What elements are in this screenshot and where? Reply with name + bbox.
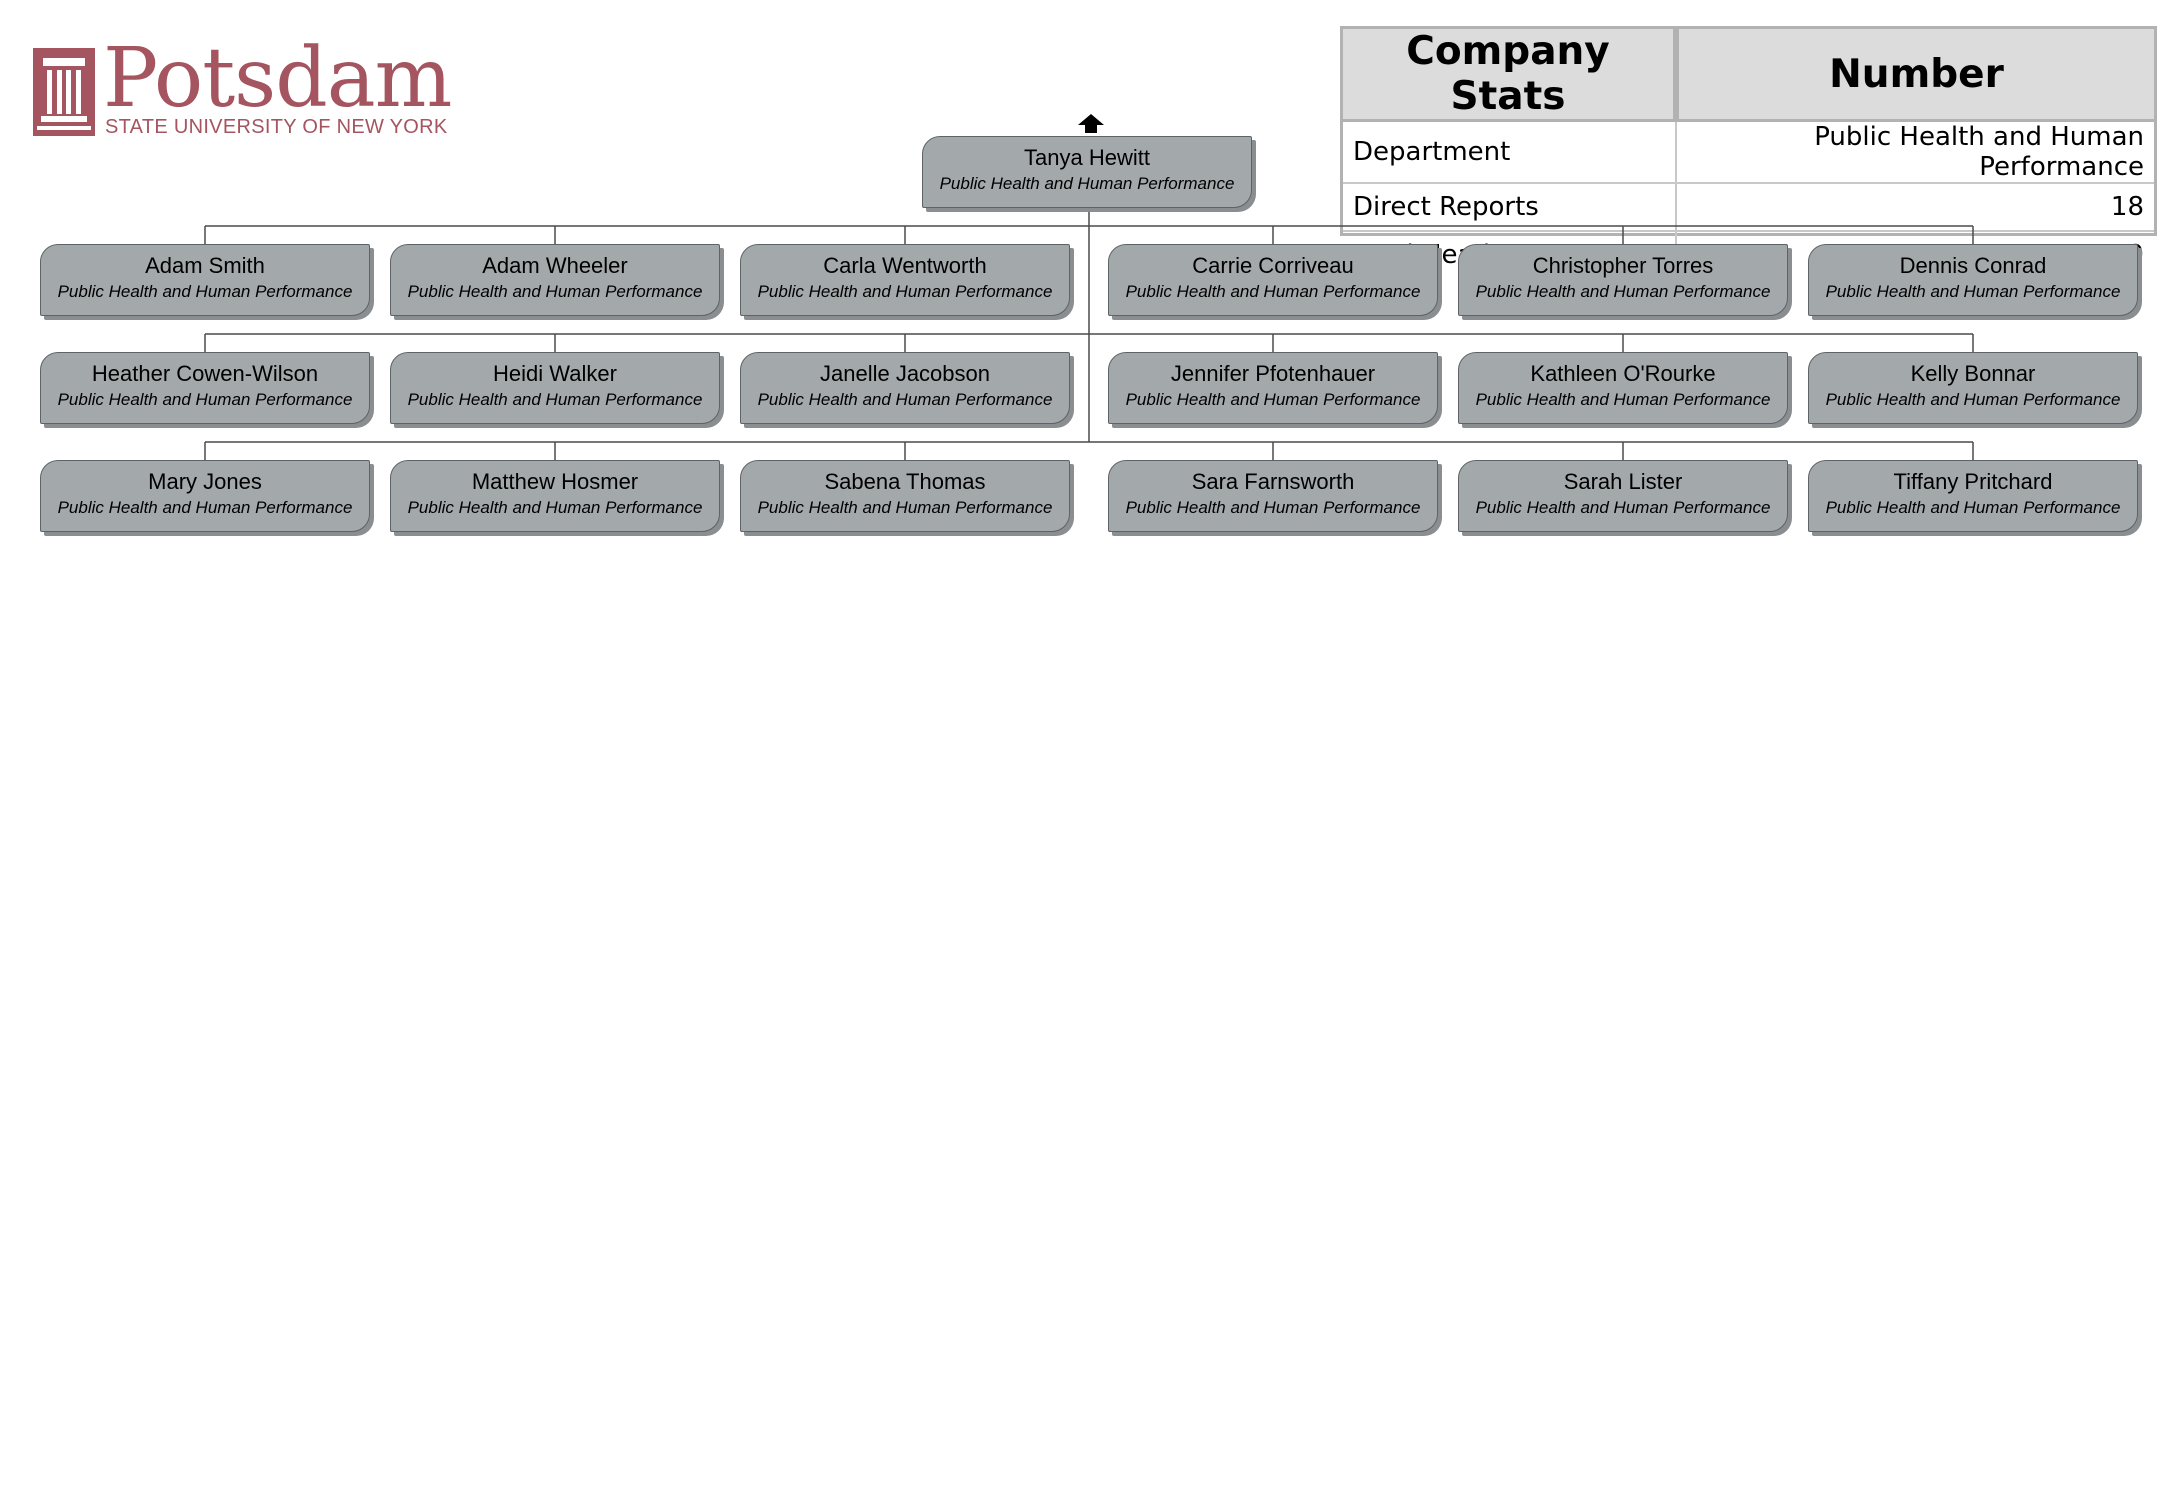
node-department: Public Health and Human Performance [1475,390,1771,409]
node-department: Public Health and Human Performance [1125,498,1421,517]
node-name: Carrie Corriveau [1192,253,1354,278]
node-name: Adam Wheeler [482,253,628,278]
stats-header-label: Company Stats [1343,29,1679,122]
node-department: Public Health and Human Performance [1475,498,1771,517]
org-node-root[interactable]: Tanya Hewitt Public Health and Human Per… [922,136,1252,208]
node-department: Public Health and Human Performance [1825,498,2121,517]
stats-value: 18 [1676,182,2154,231]
logo-subtitle: STATE UNIVERSITY OF NEW YORK [105,116,448,138]
node-name: Carla Wentworth [823,253,987,278]
node-name: Christopher Torres [1532,253,1714,278]
node-name: Kathleen O'Rourke [1530,361,1716,386]
stats-header-number: Number [1676,29,2154,122]
table-row: Direct Reports 18 [1343,182,2154,231]
node-department: Public Health and Human Performance [1475,282,1771,301]
node-department: Public Health and Human Performance [407,390,703,409]
node-department: Public Health and Human Performance [57,498,353,517]
potsdam-logo: Potsdam STATE UNIVERSITY OF NEW YORK [33,38,452,142]
node-name: Matthew Hosmer [471,469,639,494]
node-department: Public Health and Human Performance [57,282,353,301]
node-department: Public Health and Human Performance [57,390,353,409]
stats-label: Department [1343,119,1677,183]
node-name: Adam Smith [145,253,265,278]
node-department: Public Health and Human Performance [757,282,1053,301]
node-department: Public Health and Human Performance [1125,282,1421,301]
node-name: Sabena Thomas [824,469,986,494]
node-name: Sarah Lister [1563,469,1683,494]
node-department: Public Health and Human Performance [1825,390,2121,409]
up-arrow-icon[interactable] [1078,114,1104,134]
node-department: Public Health and Human Performance [1125,390,1421,409]
node-name: Jennifer Pfotenhauer [1170,361,1376,386]
table-row: Department Public Health and Human Perfo… [1343,119,2154,183]
logo-wordmark: Potsdam [103,31,452,126]
node-name: Heather Cowen-Wilson [91,361,319,386]
node-name: Heidi Walker [493,361,617,386]
node-department: Public Health and Human Performance [757,498,1053,517]
node-name: Tiffany Pritchard [1893,469,2053,494]
building-logo-icon [33,48,95,136]
node-department: Public Health and Human Performance [757,390,1053,409]
node-department: Public Health and Human Performance [1825,282,2121,301]
node-name: Janelle Jacobson [819,361,990,386]
node-name: Dennis Conrad [1899,253,2047,278]
node-department: Public Health and Human Performance [407,498,703,517]
node-department: Public Health and Human Performance [407,282,703,301]
company-stats-table: Company Stats Number Department Public H… [1340,26,2157,278]
node-name: Kelly Bonnar [1910,361,2036,386]
stats-label: Direct Reports [1343,182,1677,231]
node-name: Tanya Hewitt [1024,145,1150,170]
node-name: Mary Jones [148,469,262,494]
node-name: Sara Farnsworth [1191,469,1355,494]
stats-value: Public Health and Human Performance [1676,119,2154,183]
node-department: Public Health and Human Performance [939,174,1235,193]
